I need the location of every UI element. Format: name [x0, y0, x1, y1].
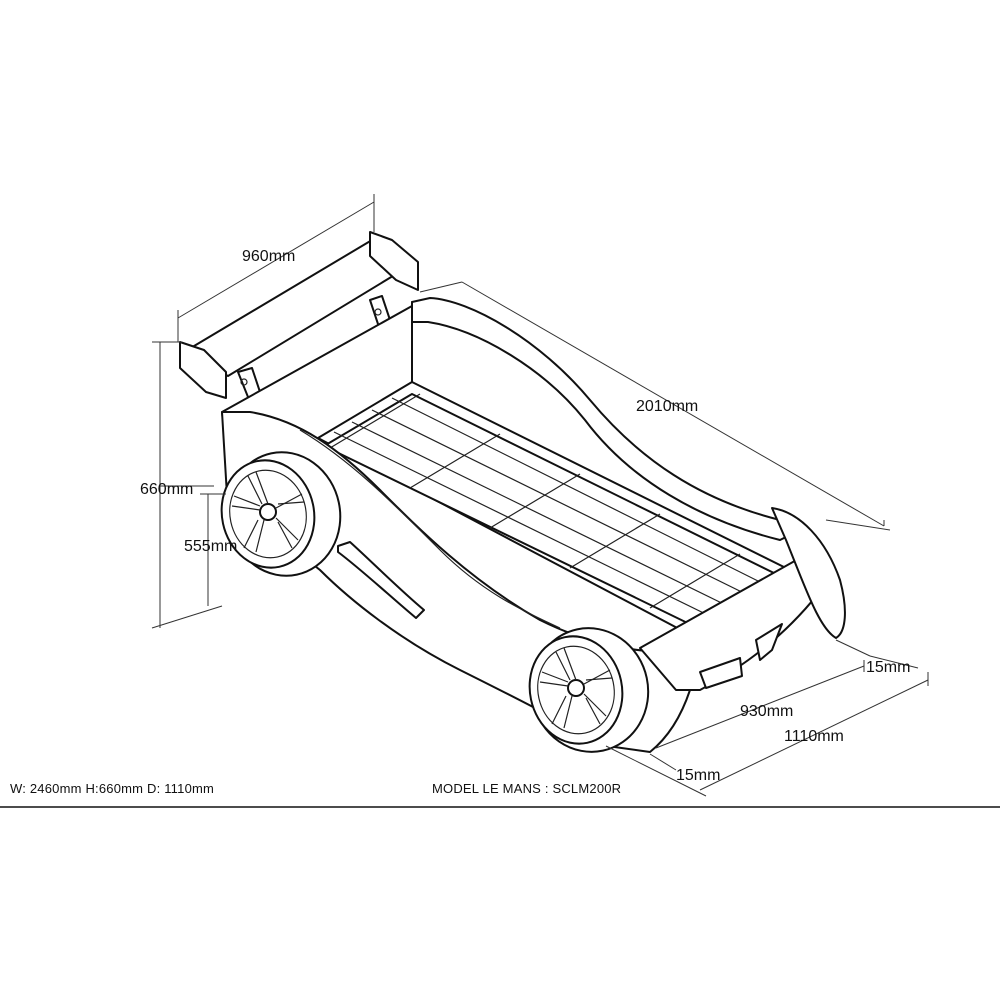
- dim-height-wheel: 555mm: [184, 538, 237, 555]
- dim-inner-width: 930mm: [740, 703, 793, 720]
- dim-side-thickness-top: 15mm: [866, 659, 910, 676]
- rear-spoiler: [179, 231, 419, 403]
- front-nose: [639, 507, 846, 691]
- rear-wheel: [220, 451, 342, 577]
- overall-dimensions: W: 2460mm H:660mm D: 1110mm: [10, 781, 214, 796]
- dim-outer-width: 1110mm: [784, 728, 844, 745]
- dim-side-thickness-bottom: 15mm: [676, 767, 720, 784]
- front-wheel: [528, 627, 650, 753]
- slat-base: [317, 381, 801, 641]
- model-name: MODEL LE MANS : SCLM200R: [432, 781, 621, 796]
- dim-length: 2010mm: [636, 398, 698, 415]
- dim-height-total: 660mm: [140, 481, 193, 498]
- dimension-lines: [151, 194, 929, 797]
- dim-spoiler-width: 960mm: [242, 248, 295, 265]
